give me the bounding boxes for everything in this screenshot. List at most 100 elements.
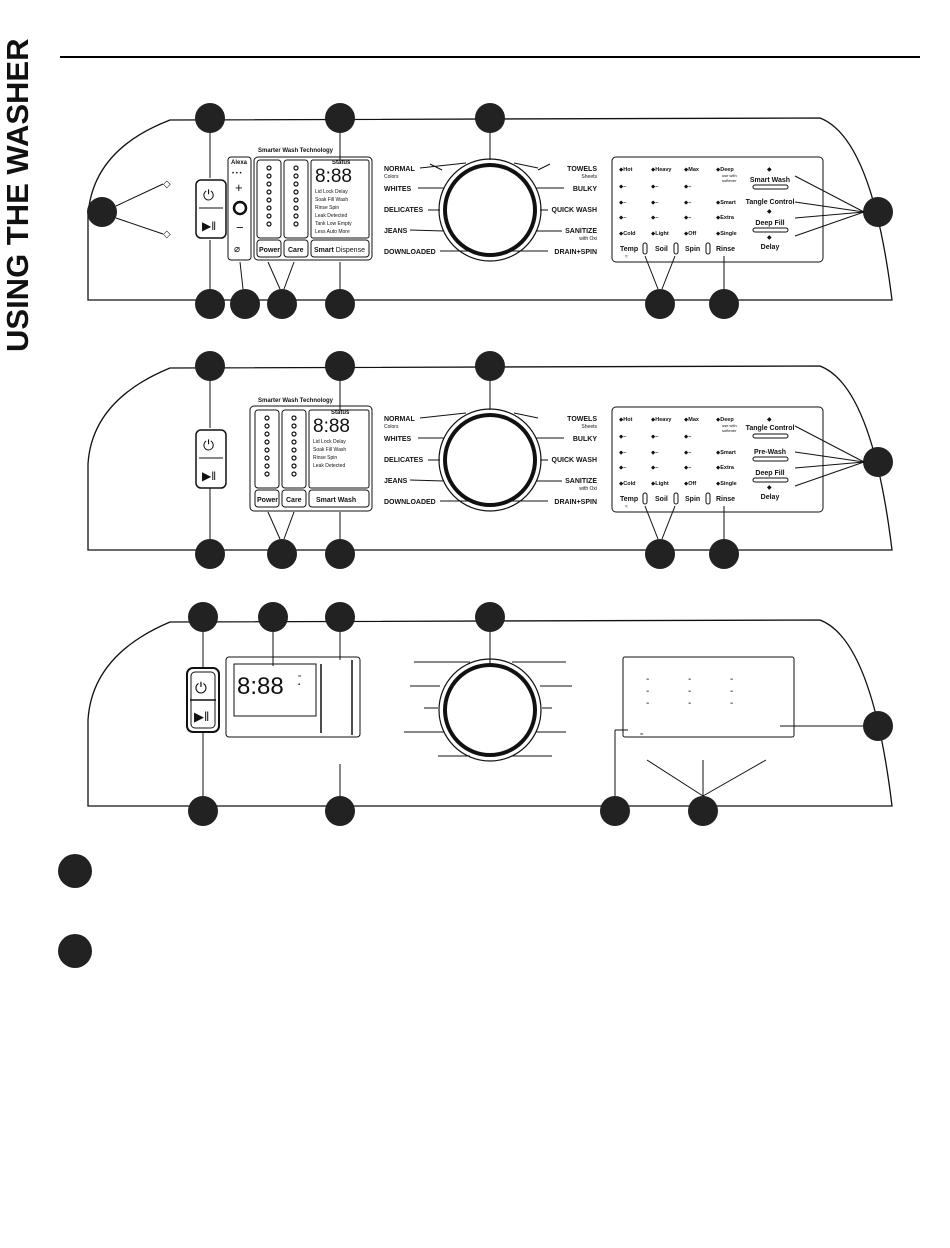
alexa-dots: • • • — [232, 171, 242, 177]
wifi-icon: ≈ — [640, 732, 644, 738]
grid-cell: ◆– — [684, 200, 691, 206]
cycle-sanitize[interactable]: SANITIZE — [565, 228, 597, 235]
cycle-delicates[interactable]: DELICATES — [384, 207, 423, 214]
cycle-quick-wash[interactable]: QUICK WASH — [552, 457, 598, 464]
tangle-control-option[interactable]: Tangle Control — [746, 425, 795, 432]
play-pause-icon[interactable]: ▶‖ — [202, 469, 216, 483]
status-row: Lid Lock Delay — [313, 439, 346, 445]
grid-cell: ◆– — [651, 200, 658, 206]
button-separator — [642, 492, 648, 505]
cycle-bulky[interactable]: BULKY — [573, 436, 597, 443]
indicator-dot: ◇ — [163, 229, 171, 240]
cycle-bulky[interactable]: BULKY — [573, 186, 597, 193]
mic-off-icon[interactable]: ⌀ — [234, 244, 240, 255]
power-level-bar — [256, 159, 282, 239]
alexa-plus-button[interactable]: + — [235, 180, 243, 195]
play-pause-icon[interactable]: ▶‖ — [194, 709, 209, 724]
alexa-action-icon[interactable] — [232, 200, 248, 216]
power-icon[interactable]: ⏻ — [195, 680, 207, 697]
status-label: Status — [332, 160, 351, 166]
care-button[interactable] — [283, 239, 309, 258]
cycle-whites[interactable]: WHITES — [384, 436, 412, 443]
cycle-downloaded[interactable]: DOWNLOADED — [384, 249, 436, 256]
rinse-button[interactable]: Rinse — [716, 496, 735, 503]
callout-marker — [475, 351, 505, 381]
power-icon[interactable]: ⏻ — [203, 437, 214, 453]
smart-wash-option[interactable]: Smart Wash — [750, 177, 790, 184]
dash-indicator: - — [646, 698, 649, 709]
power-icon[interactable]: ⏻ — [203, 187, 214, 203]
cycle-quick-wash[interactable]: QUICK WASH — [552, 207, 598, 214]
grid-cell: ◆– — [684, 215, 691, 221]
callout-marker — [267, 539, 297, 569]
level-leds — [266, 165, 299, 227]
grid-cell: ◆– — [619, 450, 626, 456]
cycle-sanitize[interactable]: SANITIZE — [565, 478, 597, 485]
cycle-delicates[interactable]: DELICATES — [384, 457, 423, 464]
alexa-label: Alexa — [231, 160, 248, 166]
soil-button[interactable]: Soil — [655, 496, 668, 503]
cycle-jeans[interactable]: JEANS — [384, 478, 408, 485]
rinse-button[interactable]: Rinse — [716, 246, 735, 253]
cycle-drain-spin[interactable]: DRAIN+SPIN — [554, 249, 597, 256]
power-start-button-group — [195, 179, 227, 239]
grid-cell: ◆– — [684, 434, 691, 440]
pre-wash-option[interactable]: Pre-Wash — [754, 449, 786, 456]
grid-cell: ◆Extra — [716, 465, 735, 471]
callout-marker — [230, 289, 260, 319]
delay-option[interactable]: Delay — [761, 494, 780, 501]
cycle-jeans[interactable]: JEANS — [384, 228, 408, 235]
cycle-whites[interactable]: WHITES — [384, 186, 412, 193]
callout-marker — [258, 602, 288, 632]
smart-dispense-button[interactable] — [310, 239, 370, 258]
status-display — [308, 409, 370, 489]
status-row: Soak Fill Wash — [313, 447, 346, 453]
cycle-normal[interactable]: NORMAL — [384, 166, 415, 173]
cycle-towels[interactable]: TOWELS — [567, 166, 597, 173]
spin-button[interactable]: Spin — [685, 246, 700, 253]
indicator-dot: ◆ — [767, 167, 772, 173]
deep-note: use with — [722, 423, 737, 428]
care-level-bar — [283, 159, 309, 239]
callout-marker — [645, 289, 675, 319]
smart-wash-button[interactable] — [308, 489, 370, 508]
cycle-dial[interactable] — [437, 407, 543, 513]
callout-marker — [863, 447, 893, 477]
grid-cell: ◆Cold — [619, 481, 635, 487]
cycle-towels[interactable]: TOWELS — [567, 416, 597, 423]
tangle-control-option[interactable]: Tangle Control — [746, 199, 795, 206]
section-title: USING THE WASHER — [0, 39, 35, 352]
play-pause-icon[interactable]: ▶‖ — [202, 219, 216, 233]
cycle-normal[interactable]: NORMAL — [384, 416, 415, 423]
cycle-downloaded[interactable]: DOWNLOADED — [384, 499, 436, 506]
power-button[interactable] — [256, 239, 282, 258]
panel-2-outline — [87, 365, 893, 551]
deep-fill-option[interactable]: Deep Fill — [755, 470, 784, 477]
cycle-dial[interactable] — [437, 657, 543, 763]
temp-button[interactable]: Temp — [620, 246, 638, 253]
spin-button[interactable]: Spin — [685, 496, 700, 503]
dial-leaders — [409, 162, 564, 252]
soil-button[interactable]: Soil — [655, 246, 668, 253]
grid-cell: ◆Cold — [619, 231, 635, 237]
cycle-drain-spin[interactable]: DRAIN+SPIN — [554, 499, 597, 506]
power-button[interactable] — [254, 489, 280, 508]
care-button-label: Care — [286, 497, 302, 504]
care-button[interactable] — [281, 489, 307, 508]
smart-dispense-label: Smart Dispense — [314, 247, 365, 254]
alexa-minus-button[interactable]: − — [236, 220, 244, 235]
deep-fill-option[interactable]: Deep Fill — [755, 220, 784, 227]
temp-button[interactable]: Temp — [620, 496, 638, 503]
care-level-bar — [281, 409, 307, 489]
dash-indicator: - — [646, 674, 649, 685]
options-panel — [611, 406, 824, 513]
delay-option[interactable]: Delay — [761, 244, 780, 251]
grid-cell: ◆Light — [651, 231, 669, 237]
wifi-icon: ≈ — [625, 504, 628, 510]
option-bar — [752, 433, 789, 439]
deep-note: use with — [722, 173, 737, 178]
panel-2: ⏻ ▶‖ Smarter Wash Technology Power Care … — [87, 351, 893, 569]
cycle-dial[interactable] — [429, 157, 551, 263]
deep-note: softener — [722, 178, 737, 183]
